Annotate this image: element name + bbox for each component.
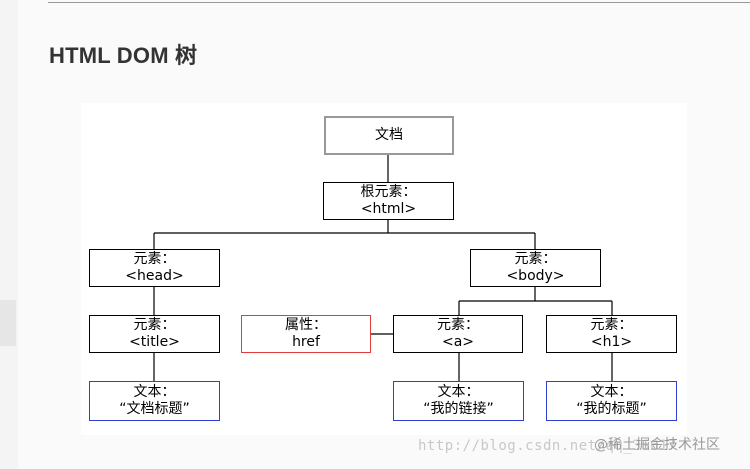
node-head: 元素： <head> [89, 249, 220, 287]
node-label: 元素： [133, 317, 176, 333]
node-text-h1: 文本： “我的标题” [546, 381, 677, 421]
node-text: “我的标题” [576, 401, 647, 417]
node-tag: <title> [129, 334, 180, 350]
node-html: 根元素： <html> [323, 182, 454, 220]
page-title: HTML DOM 树 [49, 43, 198, 68]
node-tag: <h1> [590, 334, 633, 350]
node-label: 文本： [590, 384, 633, 400]
node-label: 元素： [514, 251, 557, 267]
node-label: 元素： [437, 317, 479, 333]
node-tag: <body> [506, 268, 565, 284]
dom-tree-diagram: 文档 根元素： <html> 元素： <head> 元素： <body> 元素：… [81, 103, 687, 435]
node-label: 文本： [133, 384, 176, 400]
node-tag: <a> [441, 334, 475, 350]
node-text: “文档标题” [119, 401, 190, 417]
node-title: 元素： <title> [89, 315, 220, 353]
node-tag: <head> [125, 268, 184, 284]
side-tab [0, 300, 16, 346]
node-label: 文档 [375, 127, 403, 143]
node-a: 元素： <a> [393, 315, 523, 353]
node-text-title: 文本： “文档标题” [89, 381, 220, 421]
node-tag: <html> [360, 201, 417, 217]
node-attribute-href: 属性： href [241, 315, 371, 353]
node-label: 元素： [590, 317, 633, 333]
brand-watermark: @稀土掘金技术社区 [594, 437, 720, 453]
node-h1: 元素： <h1> [546, 315, 677, 353]
node-label: 元素： [133, 251, 176, 267]
connector-lines [153, 155, 613, 381]
node-tag: href [292, 334, 320, 350]
node-label: 文本： [437, 384, 480, 400]
node-label: 属性： [285, 317, 327, 333]
node-label: 根元素： [360, 184, 417, 200]
node-document: 文档 [324, 116, 454, 155]
divider [48, 2, 750, 3]
node-body: 元素： <body> [470, 249, 601, 287]
node-text: “我的链接” [423, 401, 494, 417]
url-watermark: http://blog.csdn.net/qq_36617 [418, 438, 677, 454]
node-text-link: 文本： “我的链接” [393, 381, 524, 421]
